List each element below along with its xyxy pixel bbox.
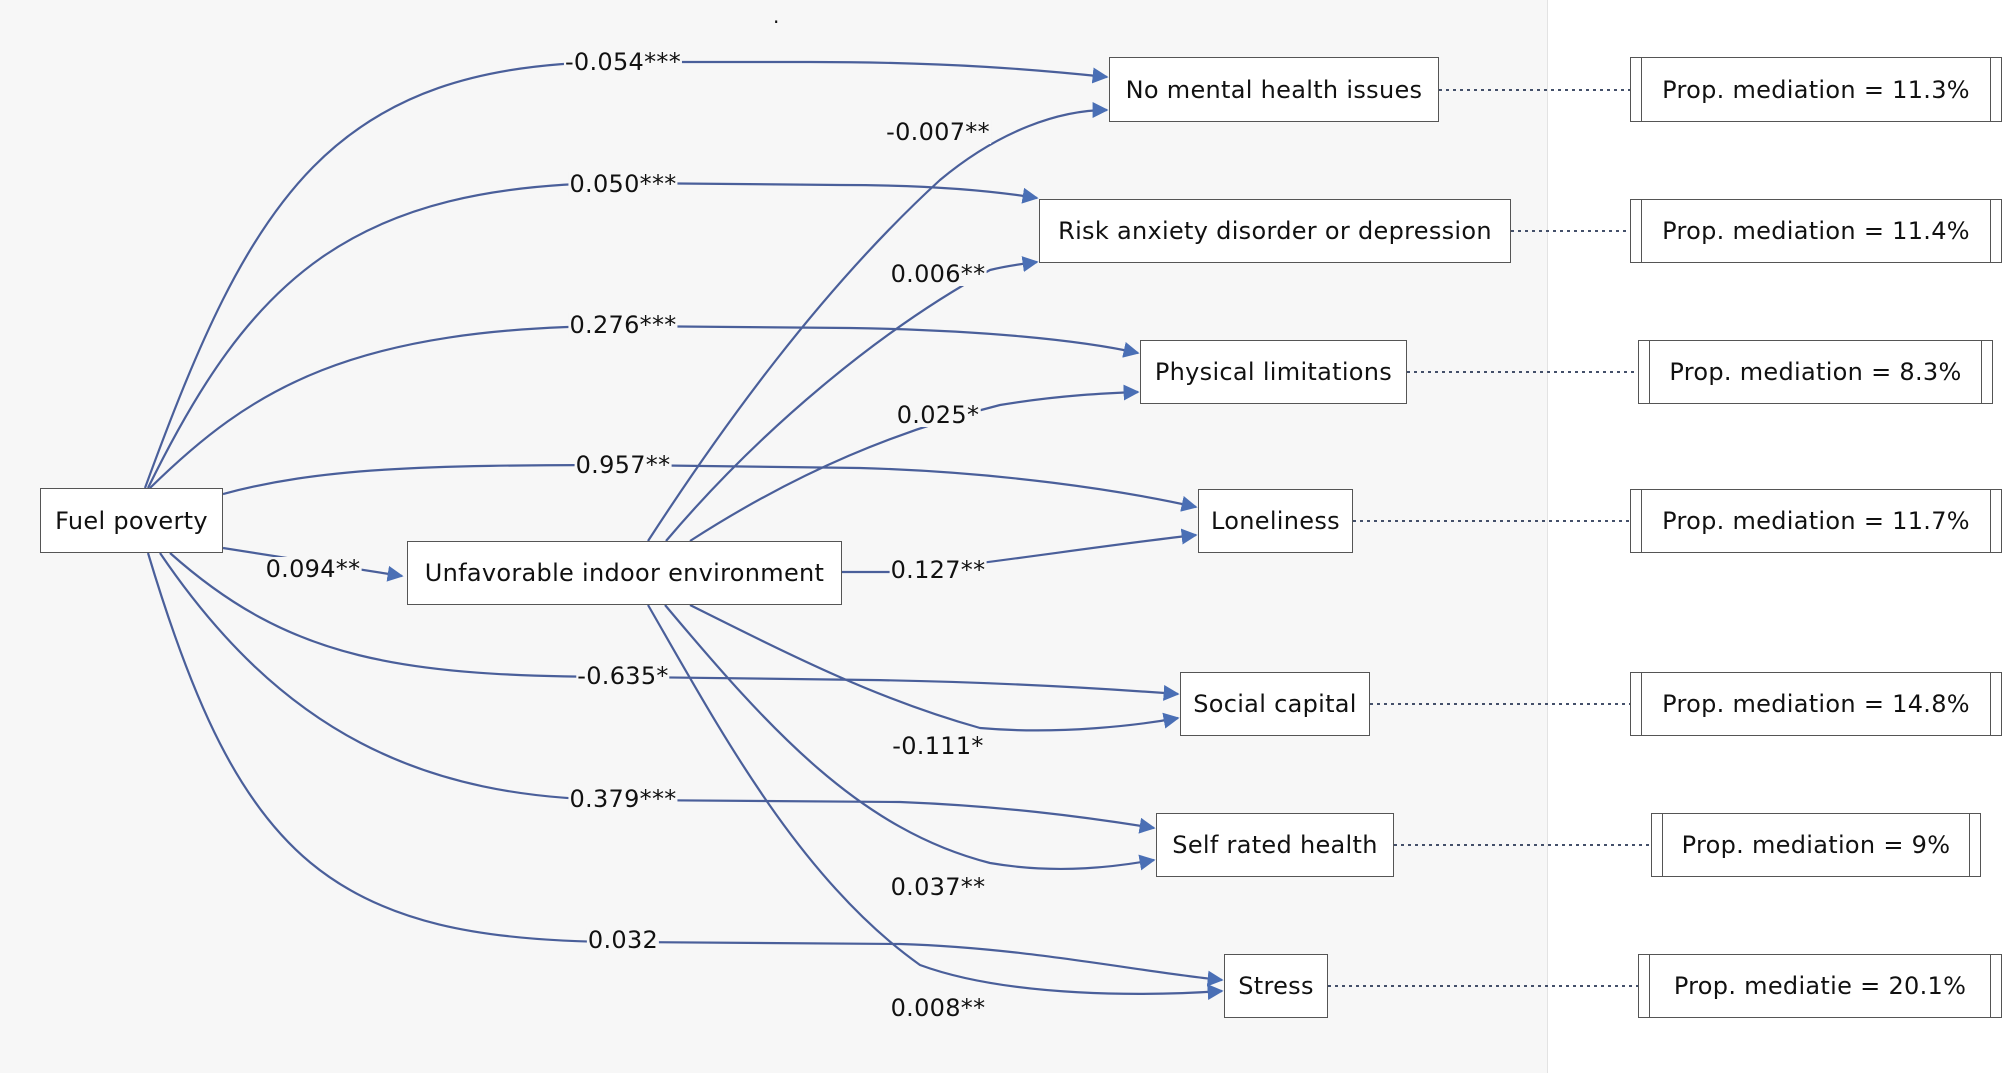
coef-fp-no-mental: -0.054***: [563, 48, 683, 76]
node-physical-limitations: Physical limitations: [1140, 340, 1407, 404]
node-no-mental-health-label: No mental health issues: [1125, 75, 1423, 104]
coef-ie-social: -0.111*: [891, 732, 985, 760]
edge-fp-loneliness: [222, 463, 1198, 512]
edge-ie-no-mental: [647, 102, 1109, 542]
node-anxiety-depression-label: Risk anxiety disorder or depression: [1058, 217, 1492, 245]
mediation-anxiety-label: Prop. mediation = 11.4%: [1662, 217, 1970, 245]
node-stress: Stress: [1224, 954, 1328, 1018]
coef-fp-anxiety: 0.050***: [568, 170, 678, 198]
coef-fp-loneliness: 0.957**: [574, 451, 672, 479]
mediation-physical-label: Prop. mediation = 8.3%: [1669, 358, 1962, 386]
mediation-self-rated: Prop. mediation = 9%: [1651, 813, 1981, 877]
mediation-anxiety: Prop. mediation = 11.4%: [1630, 199, 2002, 263]
node-social-capital: Social capital: [1180, 672, 1370, 736]
node-indoor-environment-label: Unfavorable indoor environment: [424, 559, 825, 587]
mediation-social-label: Prop. mediation = 14.8%: [1662, 690, 1970, 718]
edge-ie-social: [689, 604, 1180, 732]
node-physical-limitations-label: Physical limitations: [1154, 358, 1393, 386]
node-self-rated-health: Self rated health: [1156, 813, 1394, 877]
edge-fp-stress: [146, 552, 1224, 987]
coef-ie-self-rated: 0.037**: [889, 873, 987, 901]
node-loneliness: Loneliness: [1198, 489, 1353, 553]
coef-fp-indoor: 0.094**: [264, 555, 362, 583]
node-fuel-poverty: Fuel poverty: [40, 488, 223, 553]
coef-ie-loneliness: 0.127**: [889, 556, 987, 584]
node-self-rated-health-label: Self rated health: [1172, 831, 1378, 859]
node-fuel-poverty-label: Fuel poverty: [55, 506, 208, 535]
edge-fp-no-mental: [143, 60, 1109, 489]
edge-ie-self-rated: [664, 604, 1156, 871]
mediation-loneliness-label: Prop. mediation = 11.7%: [1662, 507, 1970, 535]
node-stress-label: Stress: [1238, 972, 1314, 1000]
coef-fp-social: -0.635*: [576, 662, 670, 690]
mediation-no-mental: Prop. mediation = 11.3%: [1630, 57, 2002, 122]
mediation-stress-label: Prop. mediatie = 20.1%: [1673, 972, 1967, 1000]
coef-ie-physical: 0.025*: [895, 401, 981, 429]
coef-fp-stress: 0.032: [586, 926, 660, 954]
edge-ie-stress: [647, 604, 1224, 1000]
mediation-stress: Prop. mediatie = 20.1%: [1638, 954, 2002, 1018]
mediation-self-rated-label: Prop. mediation = 9%: [1681, 831, 1951, 859]
edge-fp-self-rated: [159, 552, 1156, 834]
coef-ie-anxiety: 0.006**: [889, 260, 987, 288]
mediation-physical: Prop. mediation = 8.3%: [1638, 340, 1993, 404]
coef-ie-stress: 0.008**: [889, 994, 987, 1022]
coef-ie-no-mental: -0.007**: [885, 118, 991, 146]
mediation-social: Prop. mediation = 14.8%: [1630, 672, 2002, 736]
mediation-no-mental-label: Prop. mediation = 11.3%: [1662, 75, 1970, 104]
node-no-mental-health: No mental health issues: [1109, 57, 1439, 122]
node-loneliness-label: Loneliness: [1211, 507, 1340, 535]
stray-mark: ·: [773, 10, 780, 34]
edge-fp-anxiety: [147, 181, 1039, 489]
node-social-capital-label: Social capital: [1193, 690, 1357, 718]
edge-ie-anxiety: [665, 256, 1039, 542]
node-indoor-environment: Unfavorable indoor environment: [407, 541, 842, 605]
node-anxiety-depression: Risk anxiety disorder or depression: [1039, 199, 1511, 263]
mediation-loneliness: Prop. mediation = 11.7%: [1630, 489, 2002, 553]
coef-fp-self-rated: 0.379***: [568, 785, 678, 813]
coef-fp-physical: 0.276***: [568, 311, 678, 339]
